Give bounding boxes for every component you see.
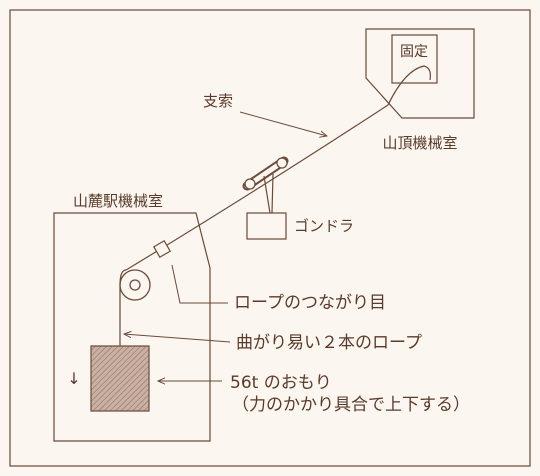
gondola-label: ゴンドラ	[294, 217, 354, 235]
two-ropes-label: 曲がり易い２本のロープ	[236, 333, 422, 353]
fixed-anchor-box	[391, 34, 438, 84]
weight-label: 56t のおもり	[230, 373, 332, 393]
rope-joint-leader	[171, 264, 228, 304]
support-cable-arrow	[239, 111, 327, 136]
rope-joint-marker	[152, 239, 172, 259]
rope-joint-label: ロープのつながり目	[234, 293, 386, 313]
gondola	[242, 156, 289, 240]
fixed-label: 固定	[400, 44, 428, 60]
pulley-hub	[129, 279, 141, 291]
summit-machine-room-label: 山頂機械室	[382, 134, 457, 152]
rope-arrow	[124, 334, 231, 343]
weight-note: （力のかかり具合で上下する）	[232, 395, 470, 415]
weight-block	[90, 345, 150, 412]
down-arrow-icon: ↓	[67, 369, 80, 388]
gondola-cabin	[246, 212, 287, 240]
base-machine-room-label: 山麓駅機械室	[73, 192, 163, 210]
support-cable-label: 支索	[203, 92, 233, 110]
fixed-rope-end	[387, 65, 431, 106]
